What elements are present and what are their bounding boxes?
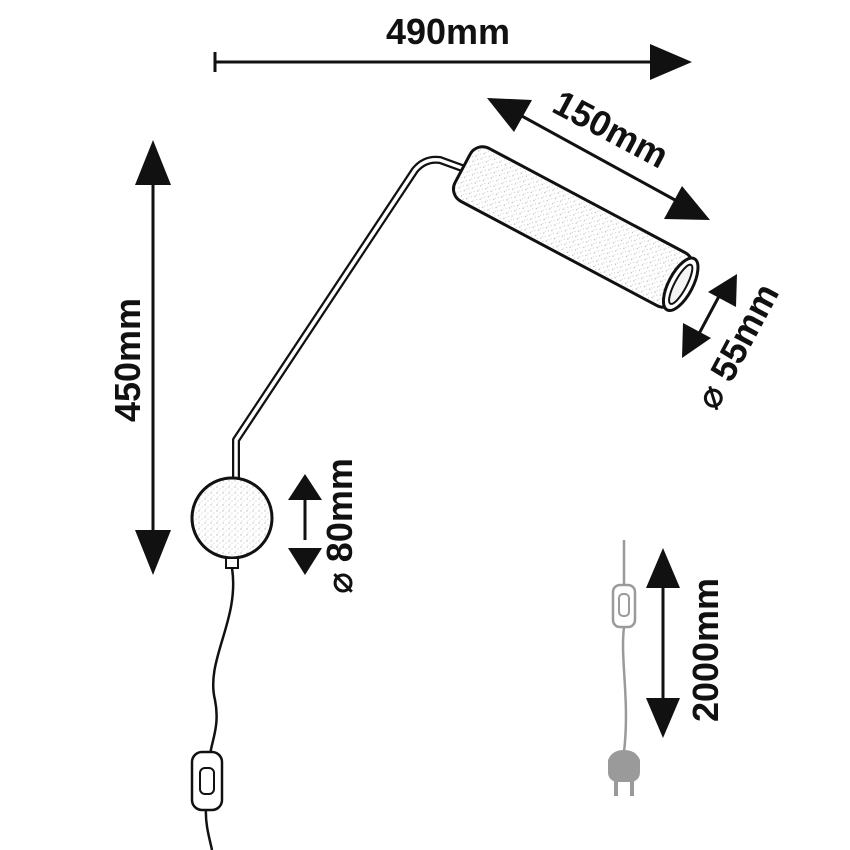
arrow-head [682,323,711,358]
shade-length-label: 150mm [546,82,675,176]
width-dimension: 490mm [213,11,692,80]
shade-diameter-dimension: ⌀ 55mm [682,274,787,416]
power-cord [204,567,235,850]
arrow-head [646,548,680,588]
plug-icon [608,540,640,796]
height-label: 450mm [107,298,148,422]
arrow-head [646,698,680,738]
cable-length-label: 2000mm [685,578,726,722]
arrow-head [288,548,322,575]
arrow-head [664,186,710,220]
shade-diameter-label: ⌀ 55mm [687,277,787,416]
lamp-shade [451,145,700,312]
arrow-head [487,98,532,132]
wall-base [190,476,274,569]
arrow-head [135,140,171,185]
lamp-arm [232,155,466,484]
arrow-head [708,274,737,307]
inline-switch-icon [190,750,224,812]
arrow-head [135,530,171,575]
height-dimension: 450mm [107,140,171,575]
base-diameter-label: ⌀ 80mm [319,458,360,594]
arrow-head [288,474,322,500]
width-label: 490mm [386,11,510,52]
base-diameter-dimension: ⌀ 80mm [288,458,360,594]
cable-length-dimension: 2000mm [646,548,726,738]
arrow-head [650,44,692,80]
